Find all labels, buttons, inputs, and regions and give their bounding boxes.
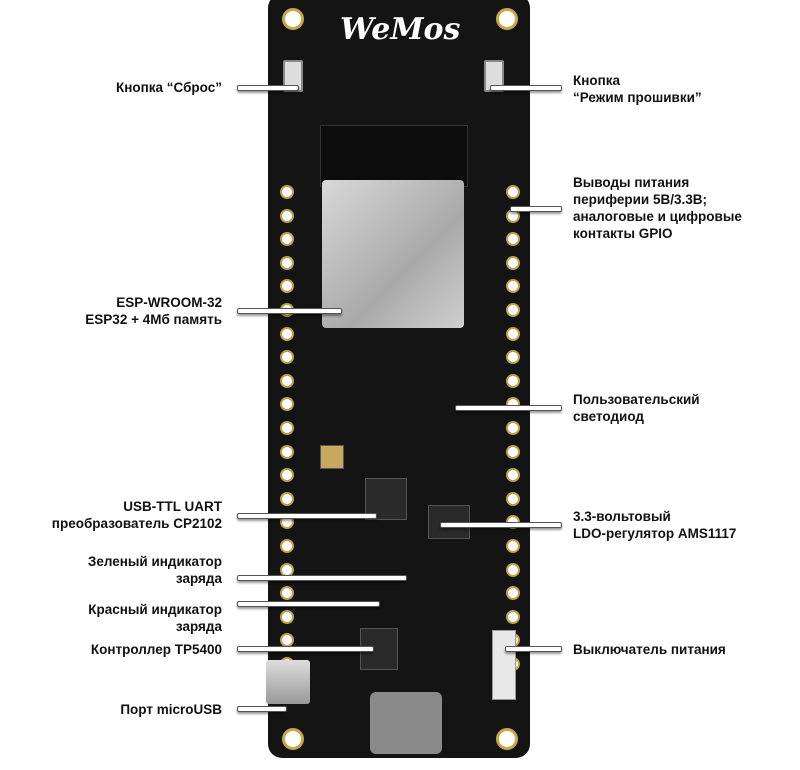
boot-button[interactable] bbox=[484, 60, 504, 92]
inductor bbox=[370, 692, 442, 754]
label-microusb: Порт microUSB bbox=[120, 702, 222, 717]
leader-line bbox=[237, 513, 377, 519]
leader-line bbox=[237, 601, 380, 607]
leader-line bbox=[505, 646, 562, 652]
label-tp5400: Контроллер TP5400 bbox=[90, 642, 222, 657]
leader-line bbox=[237, 575, 407, 581]
antenna-area bbox=[320, 125, 468, 187]
right-pin-header bbox=[506, 185, 520, 680]
label-boot-button: Кнопка“Режим прошивки” bbox=[573, 73, 702, 105]
label-power-switch: Выключатель питания bbox=[573, 642, 726, 657]
reset-button[interactable] bbox=[283, 60, 303, 92]
leader-line bbox=[490, 85, 562, 91]
mount-hole bbox=[496, 8, 518, 30]
label-reset-button: Кнопка “Сброс” bbox=[115, 80, 222, 95]
leader-line bbox=[237, 646, 374, 652]
esp-wroom-32-module bbox=[322, 180, 464, 328]
leader-line bbox=[237, 85, 299, 91]
leader-line bbox=[510, 206, 562, 212]
wemos-esp32-board bbox=[268, 0, 530, 758]
microusb-port bbox=[266, 660, 310, 704]
leader-line bbox=[237, 308, 342, 314]
mount-hole bbox=[496, 728, 518, 750]
wemos-logo: WeMos bbox=[340, 12, 461, 47]
leader-line bbox=[455, 405, 562, 411]
power-switch[interactable] bbox=[492, 630, 516, 700]
leader-line bbox=[237, 706, 287, 712]
left-pin-header bbox=[280, 185, 294, 680]
crystal bbox=[320, 445, 344, 469]
mount-hole bbox=[282, 8, 304, 30]
mount-hole bbox=[282, 728, 304, 750]
leader-line bbox=[440, 522, 562, 528]
